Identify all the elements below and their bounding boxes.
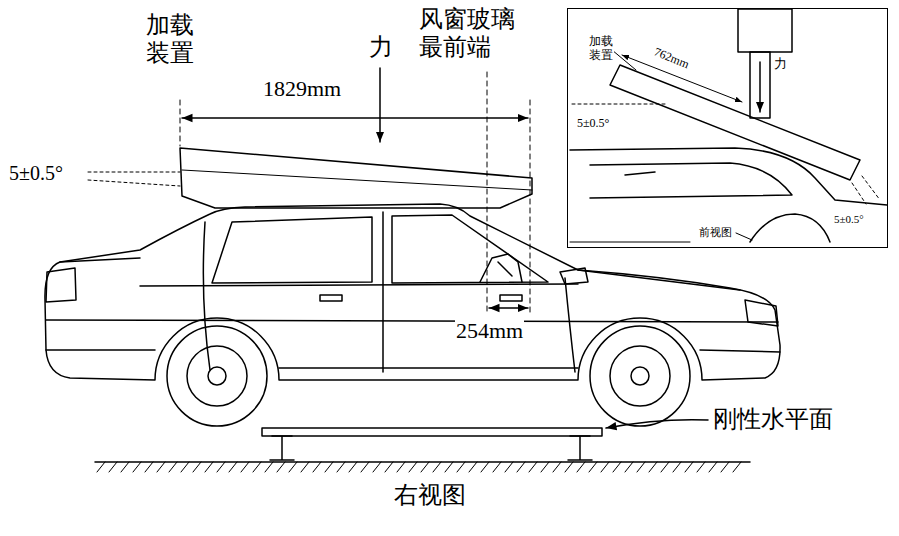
door-handle [320,295,342,301]
device-label: 加载装置 [588,35,614,63]
driver-figure [480,254,522,282]
leader-line [612,50,636,70]
angle-label: 5±0.5° [576,117,610,131]
force-label: 力 [368,34,394,62]
angle-lines [88,172,180,186]
windshield-label: 风窗玻璃最前端 [418,6,516,61]
platform-label: 刚性水平面 [712,406,834,434]
platform-legs [270,436,592,460]
actuator [738,9,792,52]
extension-lines [180,72,530,312]
mirror [560,268,588,284]
wheel [610,346,670,406]
actuator-shaft [750,52,770,118]
loading-plate [180,148,532,208]
bumper [46,350,780,352]
wheel [187,346,247,406]
view-title: 右视图 [393,482,467,510]
tail-light [46,268,76,302]
device-label: 加载装置 [145,12,195,67]
wheel [167,326,267,426]
dimension-label: 254mm [455,318,524,343]
loading-plate [182,170,532,190]
front-window [392,215,548,283]
force-label: 力 [773,57,788,72]
inset-window [590,163,792,198]
dimension-line [182,117,528,119]
angle-label: 5±0.5° [8,162,64,185]
wheel [590,326,690,426]
car-body [45,204,780,380]
wheel [208,367,226,385]
inset-panel: 加载装置 762mm 力 5±0.5° 5±0.5° 前视图 [567,8,888,248]
body-lines [46,258,778,368]
ground-hatch [97,462,741,472]
inset-car [570,148,887,205]
inset-wheel-arch [750,214,830,242]
wheel [631,367,649,385]
headlight [745,300,778,326]
rear-window [212,217,372,283]
force-arrow [759,62,761,112]
door-handle [500,295,522,301]
dimension-line [489,307,528,309]
force-arrow [379,68,381,142]
angle-lines [572,104,880,204]
ground-line [95,461,750,463]
dimension-label: 1829mm [262,76,342,101]
view-title: 前视图 [698,227,733,240]
angle-label: 5±0.5° [833,213,865,226]
inset-detail [625,172,655,175]
dimension-label: 762mm [651,45,692,72]
leader-arrow [606,420,708,428]
rigid-platform [262,428,602,436]
